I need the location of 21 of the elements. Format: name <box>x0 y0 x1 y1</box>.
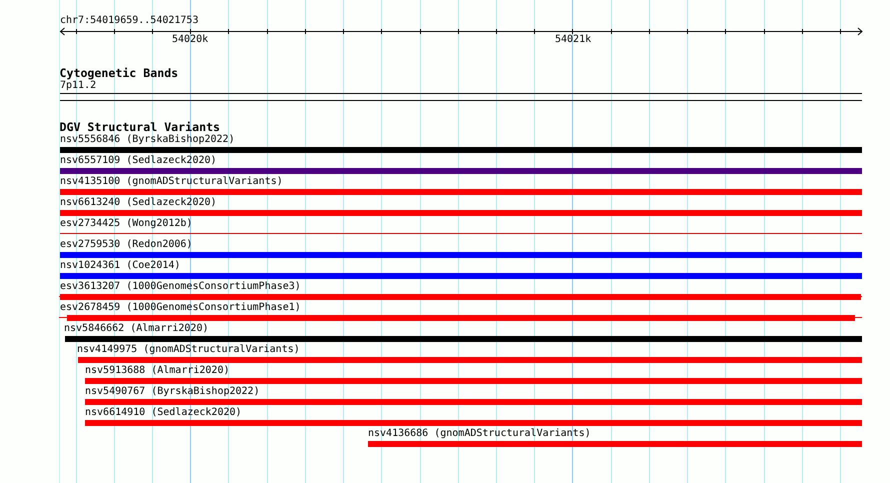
variant-label: nsv1024361 (Coe2014) <box>60 260 180 272</box>
variant-label: nsv5913688 (Almarri2020) <box>85 365 230 377</box>
variant-label: nsv4149975 (gnomADStructuralVariants) <box>77 344 300 356</box>
variant-label: nsv6614910 (Sedlazeck2020) <box>85 407 242 419</box>
tick-label: 54020k <box>172 34 208 46</box>
coordinate-range: chr7:54019659..54021753 <box>60 15 198 27</box>
variant-label: nsv6557109 (Sedlazeck2020) <box>60 155 217 167</box>
variant-label: esv3613207 (1000GenomesConsortiumPhase3) <box>60 281 301 293</box>
variant-label: nsv5490767 (ByrskaBishop2022) <box>85 386 260 398</box>
variant-label: esv2734425 (Wong2012b) <box>60 218 192 230</box>
variant-label: esv2759530 (Redon2006) <box>60 239 192 251</box>
track-title: DGV Structural Variants <box>60 121 220 134</box>
variant-label: nsv6613240 (Sedlazeck2020) <box>60 197 217 209</box>
variant-label: nsv4135100 (gnomADStructuralVariants) <box>60 176 283 188</box>
tick-label: 54021k <box>555 34 592 46</box>
variant-label: nsv5556846 (ByrskaBishop2022) <box>60 134 235 146</box>
variant-label: nsv5846662 (Almarri2020) <box>64 323 208 335</box>
track-title: Cytogenetic Bands <box>60 67 178 80</box>
band-label: 7p11.2 <box>60 80 96 92</box>
variant-label: esv2678459 (1000GenomesConsortiumPhase1) <box>60 302 301 314</box>
variant-label: nsv4136686 (gnomADStructuralVariants) <box>368 428 591 440</box>
